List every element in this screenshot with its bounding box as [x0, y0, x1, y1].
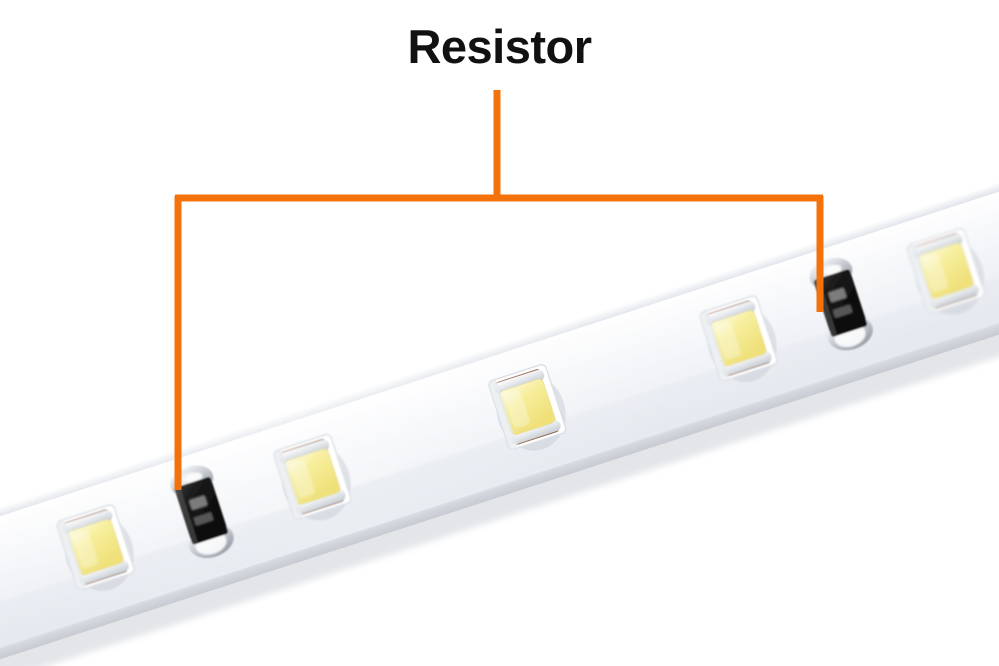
led-strip-board — [0, 153, 999, 666]
strip-edge-thickness — [0, 279, 999, 666]
strip-lower-wash — [0, 239, 999, 666]
page-title: Resistor — [407, 20, 592, 73]
